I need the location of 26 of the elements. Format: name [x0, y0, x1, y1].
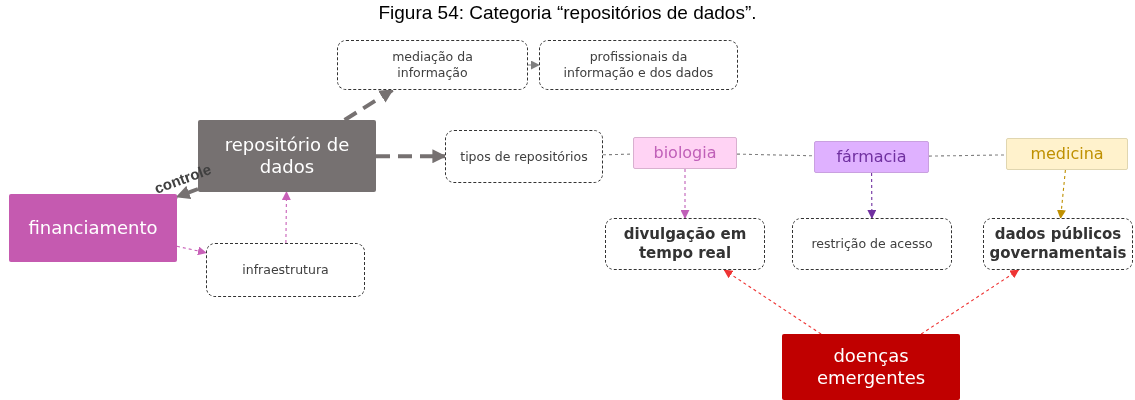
category-box: medicina	[1006, 138, 1128, 170]
arrow	[343, 88, 394, 122]
category-box: fármacia	[814, 141, 929, 173]
arrow	[527, 60, 540, 70]
connector-line	[928, 154, 1007, 157]
arrow	[1056, 169, 1066, 219]
arrow	[723, 269, 822, 335]
arrow	[680, 168, 690, 219]
category-box: financiamento	[9, 194, 177, 262]
concept-box: restrição de acesso	[792, 218, 952, 270]
figure-title: Figura 54: Categoria “repositórios de dados”.	[377, 2, 758, 24]
arrow	[175, 185, 199, 199]
concept-box: mediação da informação	[337, 40, 528, 90]
concept-box: infraestrutura	[206, 243, 365, 297]
connector-line	[736, 153, 815, 157]
arrow	[281, 191, 291, 244]
arrow	[376, 149, 447, 164]
concept-box: dados públicos governamentais	[983, 218, 1133, 270]
concept-box: divulgação em tempo real	[605, 218, 765, 270]
concept-box: profissionais da informação e dos dados	[539, 40, 738, 90]
category-box: doenças emergentes	[782, 334, 960, 400]
arrow	[920, 269, 1020, 335]
category-box: biologia	[633, 137, 737, 169]
arrow	[867, 172, 877, 219]
concept-box: tipos de repositórios	[445, 130, 603, 183]
arrow	[176, 245, 207, 256]
